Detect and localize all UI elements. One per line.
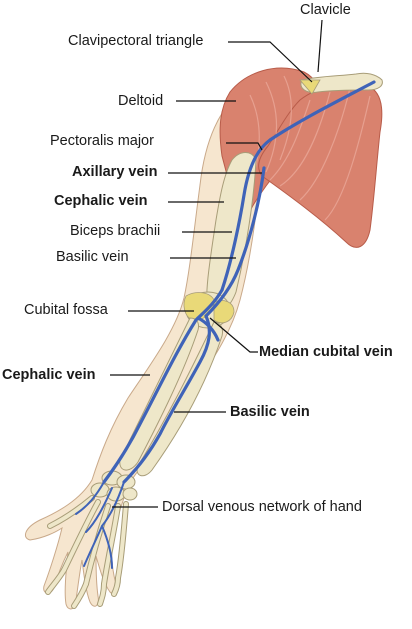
label-median-cubital-vein: Median cubital vein xyxy=(259,344,393,360)
label-clavicle: Clavicle xyxy=(300,2,351,18)
label-axillary-vein: Axillary vein xyxy=(72,164,158,180)
label-cephalic-vein-lower: Cephalic vein xyxy=(2,367,96,383)
label-basilic-vein-upper: Basilic vein xyxy=(56,249,129,265)
muscle-fibers xyxy=(249,75,371,221)
cubital-fossa-pad-right xyxy=(213,300,235,324)
label-dorsal-venous-network: Dorsal venous network of hand xyxy=(162,499,362,515)
label-deltoid: Deltoid xyxy=(118,93,164,109)
label-cubital-fossa: Cubital fossa xyxy=(24,302,108,318)
veins xyxy=(75,80,376,569)
radius-bone xyxy=(119,317,199,471)
label-basilic-vein-lower: Basilic vein xyxy=(230,404,310,420)
hand-bones xyxy=(45,495,129,609)
leader-lines xyxy=(110,19,323,508)
label-cephalic-vein-upper: Cephalic vein xyxy=(54,193,148,209)
label-clavipectoral-triangle: Clavipectoral triangle xyxy=(68,33,204,49)
label-biceps-brachii: Biceps brachii xyxy=(70,223,161,239)
label-pectoralis-major: Pectoralis major xyxy=(50,133,154,149)
